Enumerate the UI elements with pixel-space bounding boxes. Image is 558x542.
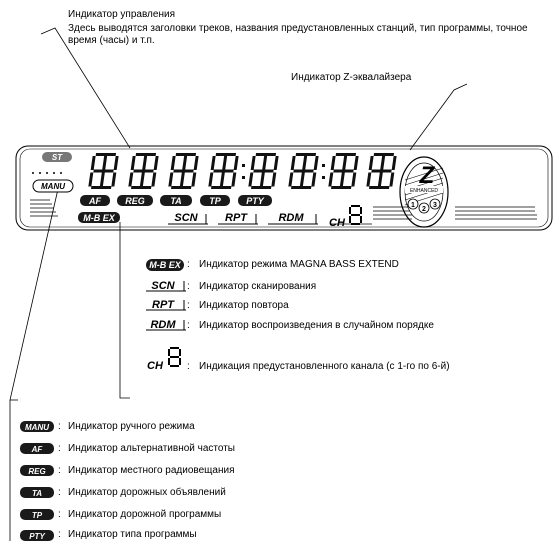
st-badge [42,152,72,162]
badge-af-label: AF [88,196,101,206]
svg-text:REG: REG [28,467,45,476]
z-eq-leader [409,83,468,151]
display-char-cell [288,153,319,189]
upper-legend-bracket [119,222,130,399]
character-display [88,153,397,189]
badge-af [80,195,110,206]
mbex-badge [78,212,120,223]
upper-legend-badges: M-B EX SCN RPT RDM CH [146,259,186,372]
lower-legend-badges: MANU AF REG TA TP PTY [20,421,54,541]
mode-rdm: RDM [278,212,304,224]
mode-indicators: SCN RPT RDM [168,212,318,225]
svg-text:M-B EX: M-B EX [149,260,181,270]
z-equalizer-indicator: Z ENHANCED 1 2 3 [399,156,449,228]
control-indicator-description: Здесь выводятся заголовки треков, назван… [68,23,528,46]
control-indicator-leader [40,27,131,149]
display-char-cell [328,153,359,189]
manu-badge [32,179,74,193]
display-char-cell [208,153,239,189]
badge-ta-label: TA [170,196,181,206]
mbex-label: M-B EX [83,213,115,223]
display-panel: ST MANU [15,145,553,231]
badge-ta [160,195,192,206]
svg-text:RDM: RDM [150,319,176,331]
svg-text:TA: TA [32,489,42,498]
display-char-cell [168,153,199,189]
svg-text:TP: TP [32,511,43,520]
manu-label: MANU [41,182,65,191]
display-char-cell [248,153,279,189]
svg-text:CH: CH [147,360,164,372]
badge-pty-label: PTY [246,196,265,206]
display-char-cell [128,153,159,189]
z-num-3: 3 [433,202,437,209]
svg-text:PTY: PTY [29,532,45,541]
ch-label: CH [329,217,346,229]
z-letter: Z [419,162,436,189]
svg-text:MANU: MANU [25,423,49,432]
z-eq-indicator-label: Индикатор Z-эквалайзера [291,72,412,83]
mode-scn: SCN [174,212,198,224]
badge-tp [200,195,230,206]
st-label: ST [52,153,63,162]
z-brand: ENHANCED [410,188,438,194]
svg-text:SCN: SCN [151,280,175,292]
display-char-cell [366,153,397,189]
display-char-cell [88,153,119,189]
svg-text:AF: AF [31,445,44,454]
z-num-2: 2 [422,206,426,213]
badge-reg [117,195,153,206]
leader-lines [9,27,468,541]
badge-tp-label: TP [209,196,221,206]
mode-rpt: RPT [225,212,248,224]
ch-digit [349,205,362,225]
badge-pty [238,195,272,206]
badge-reg-label: REG [125,196,145,206]
control-indicator-title: Индикатор управления [68,9,175,20]
rds-badges: AF REG TA TP PTY [80,195,272,206]
svg-text:RPT: RPT [152,299,175,311]
z-num-1: 1 [411,202,415,209]
